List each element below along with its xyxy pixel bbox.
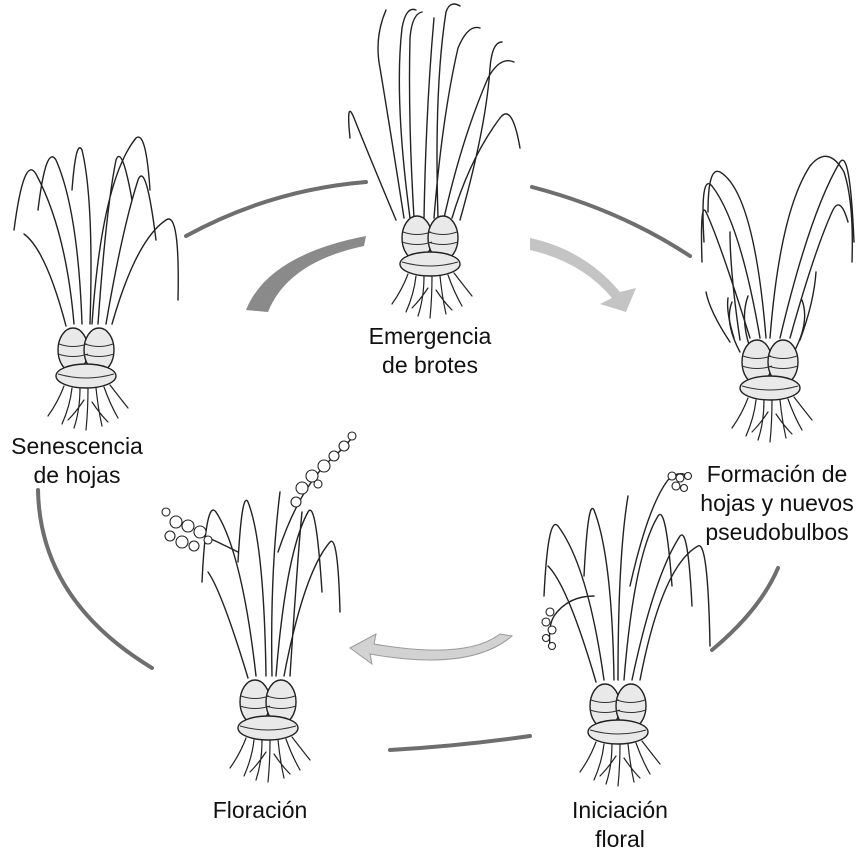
orchid-inflorescence-icon xyxy=(542,472,710,786)
cycle-segment-bottom xyxy=(390,736,530,750)
cycle-segment-top-left xyxy=(186,182,366,236)
stage-label-leaf-formation: Formación de hojas y nuevos pseudobulbos xyxy=(692,460,862,547)
stage-label-emergence: Emergencia de brotes xyxy=(360,322,500,380)
bud-cluster-left xyxy=(542,608,556,650)
stage-label-floral-initiation: Iniciación floral xyxy=(550,796,690,854)
cycle-segment-right xyxy=(712,568,778,650)
bud-cluster-top xyxy=(668,472,692,492)
arrow-light-top-right xyxy=(530,238,636,312)
cycle-segment-top-right xyxy=(532,187,690,256)
arrow-dark-top-left xyxy=(246,236,366,312)
flower-cluster-right xyxy=(291,432,356,507)
orchid-leaves-pseudobulbs-icon xyxy=(702,156,855,442)
orchid-flowering-icon xyxy=(162,432,356,782)
orchid-senescent-icon xyxy=(14,137,178,430)
arrow-light-bottom xyxy=(350,634,512,664)
orchid-sprout-icon xyxy=(349,4,520,318)
inner-arrows xyxy=(246,236,636,664)
cycle-segment-left xyxy=(38,490,152,668)
stage-label-senescence: Senescencia de hojas xyxy=(2,432,152,490)
stage-label-flowering: Floración xyxy=(190,796,330,825)
